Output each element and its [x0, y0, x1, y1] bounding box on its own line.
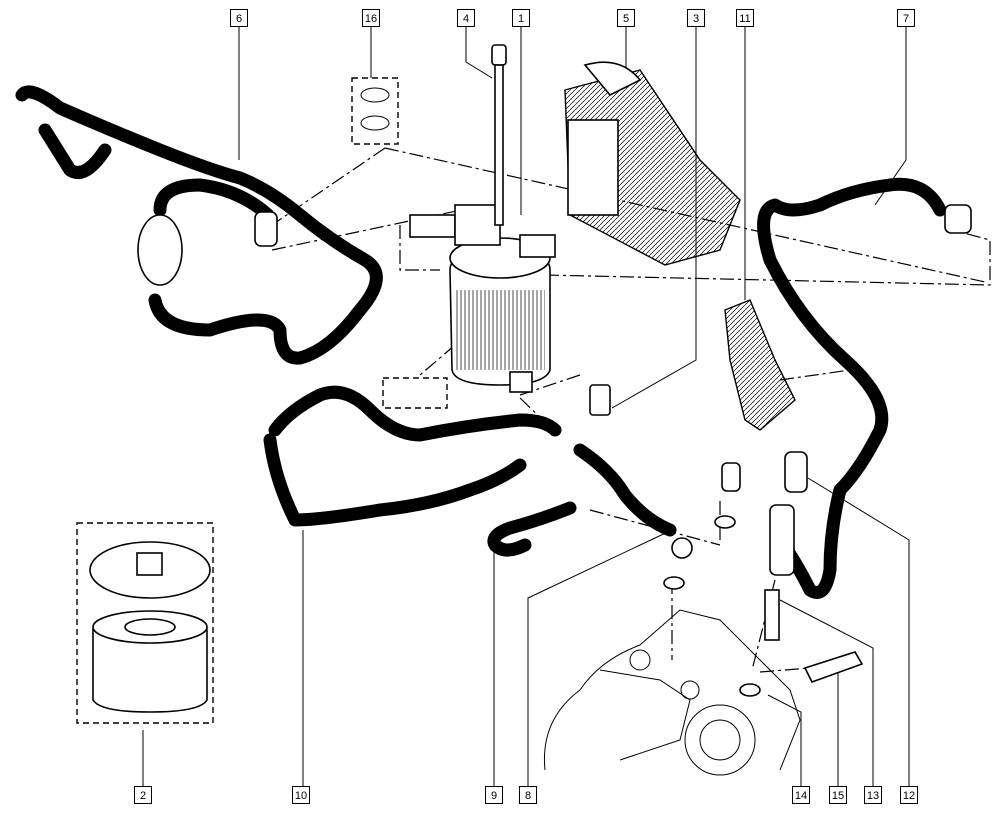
hose-9	[487, 501, 577, 557]
leader-lines	[142, 27, 910, 786]
filter-element	[89, 541, 211, 713]
callout-11: 11	[736, 9, 754, 27]
hose-connector	[254, 211, 278, 247]
clip-15	[803, 651, 864, 683]
hose-7	[757, 177, 947, 599]
filter-housing	[409, 44, 556, 393]
callout-9: 9	[485, 786, 503, 804]
primer-bulb	[137, 214, 183, 286]
callout-2: 2	[134, 786, 152, 804]
small-bracket	[724, 299, 796, 431]
callout-12: 12	[900, 786, 918, 804]
mounting-bracket	[564, 61, 741, 266]
filter-element-box	[76, 522, 214, 724]
sensor	[589, 384, 611, 416]
callout-13: 13	[864, 786, 882, 804]
callout-6: 6	[230, 9, 248, 27]
callout-10: 10	[292, 786, 310, 804]
callout-15: 15	[829, 786, 847, 804]
bleed-screw	[721, 462, 741, 492]
callout-16: 16	[362, 9, 380, 27]
injection-pump	[543, 609, 801, 776]
callout-14: 14	[792, 786, 810, 804]
banjo-fitting	[671, 537, 693, 559]
empty-part-box	[382, 377, 448, 409]
hose-8	[573, 443, 677, 537]
fitting-13	[769, 504, 795, 576]
long-bolt-head	[491, 44, 507, 66]
washer-14	[739, 683, 761, 697]
callout-8: 8	[519, 786, 537, 804]
hose-10	[263, 385, 562, 527]
callout-1: 1	[512, 9, 530, 27]
hose-end-connector	[944, 204, 972, 234]
cap-12	[784, 451, 808, 493]
hose-6	[15, 85, 383, 365]
long-bolt-shank	[494, 64, 504, 226]
o-ring-box	[351, 77, 399, 145]
callout-5: 5	[617, 9, 635, 27]
bolt-13	[764, 589, 780, 641]
callout-4: 4	[457, 9, 475, 27]
callout-3: 3	[687, 9, 705, 27]
callout-7: 7	[897, 9, 915, 27]
